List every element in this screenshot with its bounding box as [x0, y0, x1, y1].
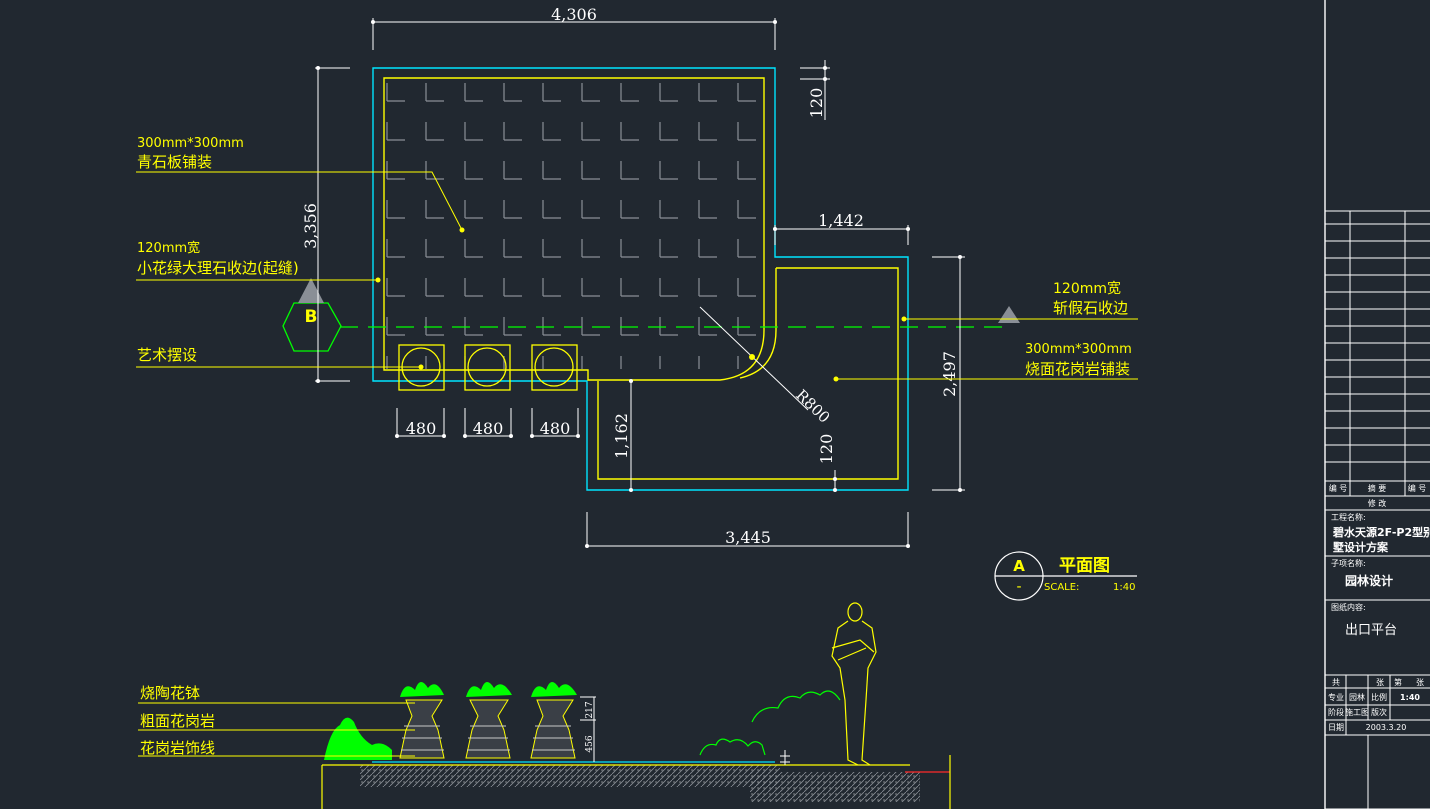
ground-marker: [780, 750, 790, 765]
edge-name: 斩假石收边: [1053, 299, 1128, 317]
dim-lower-edge: 120: [817, 434, 836, 465]
dim-pot-3: 480: [540, 419, 571, 438]
dim-left-height: 3,356: [301, 203, 320, 249]
dim-elev-top: 217: [585, 701, 595, 718]
sheet-no-label: 第: [1394, 677, 1402, 687]
elev-dimension-texts: 217 456: [585, 701, 595, 752]
stage-value: 施工图: [1345, 707, 1369, 717]
project-name-2: 墅设计方案: [1333, 540, 1389, 554]
elev-dimension-lines: [580, 696, 596, 762]
dim-bottom-width: 3,445: [725, 528, 771, 547]
rev-title: 修 改: [1368, 498, 1387, 508]
pot-3: [531, 344, 578, 391]
section-arrow-right: [998, 306, 1020, 323]
granite-name: 烧面花岗岩铺装: [1025, 360, 1130, 378]
title-text: 平面图: [1059, 556, 1110, 576]
paving-tile-grid: [385, 79, 760, 369]
human-figure: [831, 602, 877, 766]
pot-elev-1: [399, 681, 445, 759]
dim-step-width: 1,442: [818, 211, 864, 230]
dim-pot-2: 480: [473, 419, 504, 438]
leader-lines: [136, 171, 1138, 380]
dimension-ticks: [316, 20, 962, 548]
dim-lower-height: 1,162: [612, 413, 631, 459]
ratio-value: 1:40: [1400, 693, 1420, 702]
date-label: 日期: [1328, 723, 1344, 732]
rough-label: 粗面花岗岩: [140, 712, 215, 730]
dim-top-right: 120: [807, 88, 826, 119]
title-block: 编 号 摘 要 编 号 修 改 工程名称: 碧水天源2F-P2型别 墅设计方案 …: [1324, 0, 1430, 809]
rev-header-1: 编 号: [1329, 483, 1348, 493]
shrub-left: [324, 717, 392, 760]
scale-label: SCALE:: [1044, 582, 1079, 593]
border-width: 120mm宽: [137, 240, 200, 256]
sheet-no-unit: 张: [1416, 678, 1424, 687]
edge-width: 120mm宽: [1053, 280, 1121, 297]
drawing-title: A - 平面图 SCALE: 1:40: [994, 551, 1137, 601]
dim-elev-bottom: 456: [585, 735, 595, 752]
paving-spec: 300mm*300mm: [137, 136, 244, 151]
revision-grid: [1325, 210, 1430, 809]
elev-leader-lines: [138, 702, 415, 757]
pot-2-circle: [467, 347, 507, 387]
title-dash: -: [1016, 579, 1021, 595]
paving-name: 青石板铺装: [137, 153, 212, 171]
elevation-annotations: 烧陶花钵 粗面花岗岩 花岗岩饰线: [140, 684, 215, 757]
pot-elev-3: [530, 681, 577, 759]
item-label: 子项名称:: [1331, 558, 1366, 568]
dim-pot-1: 480: [406, 419, 437, 438]
pot-3-circle: [534, 347, 574, 387]
pot-2: [464, 344, 511, 391]
pot-label: 烧陶花钵: [140, 684, 200, 702]
curve-edge: [739, 268, 777, 379]
stage-label: 阶段: [1328, 707, 1344, 717]
leader-points: [375, 227, 907, 382]
project-name-1: 碧水天源2F-P2型别: [1332, 525, 1430, 539]
dim-right-height: 2,497: [940, 351, 959, 397]
ground-hatch-2: [750, 772, 920, 802]
plan-annotations: 300mm*300mm 青石板铺装 120mm宽 小花绿大理石收边(起缝) 艺术…: [137, 136, 1132, 378]
pot-elev-2: [465, 681, 512, 759]
section-marker-letter: B: [305, 307, 318, 327]
dim-top-width: 4,306: [551, 5, 597, 24]
drawing-name: 出口平台: [1345, 623, 1397, 638]
pot-elevations: [324, 681, 577, 760]
radius-point: [749, 354, 755, 360]
version-label: 版次: [1371, 707, 1387, 717]
trim-label: 花岗岩饰线: [140, 739, 215, 757]
section-marker: B: [282, 278, 342, 352]
granite-spec: 300mm*300mm: [1025, 342, 1132, 357]
border-name: 小花绿大理石收边(起缝): [137, 259, 299, 277]
ratio-label: 比例: [1371, 692, 1387, 702]
drawing-label: 图纸内容:: [1331, 602, 1366, 612]
elevation-view: 217 456 烧陶花钵 粗面花岗岩 花岗岩饰线: [138, 602, 951, 809]
art-label: 艺术摆设: [137, 346, 197, 364]
title-letter: A: [1013, 557, 1025, 575]
scale-value: 1:40: [1113, 582, 1135, 593]
rev-header-2: 摘 要: [1368, 483, 1387, 493]
plan-view: B R800: [136, 5, 1138, 601]
sheet-total-label: 共: [1332, 678, 1340, 687]
radius-label: R800: [792, 386, 833, 427]
ground-hatch: [360, 765, 780, 787]
paving-boundary: [383, 77, 765, 381]
major-label: 专业: [1328, 692, 1344, 702]
rev-header-3: 编 号: [1408, 483, 1427, 493]
major-value: 园林: [1349, 692, 1365, 702]
date-value: 2003.3.20: [1366, 723, 1407, 732]
title-block-texts: 编 号 摘 要 编 号 修 改 工程名称: 碧水天源2F-P2型别 墅设计方案 …: [1328, 483, 1430, 732]
shrub-outline-2: [751, 690, 841, 723]
dimension-texts: 4,306 3,356 120 1,442 2,497 1,162 120 3,…: [301, 5, 959, 547]
project-label: 工程名称:: [1331, 512, 1366, 522]
sheet-total-unit: 张: [1376, 678, 1384, 687]
shrub-outline-1: [699, 738, 766, 756]
granite-boundary: [597, 267, 899, 480]
item-name: 园林设计: [1345, 573, 1393, 588]
